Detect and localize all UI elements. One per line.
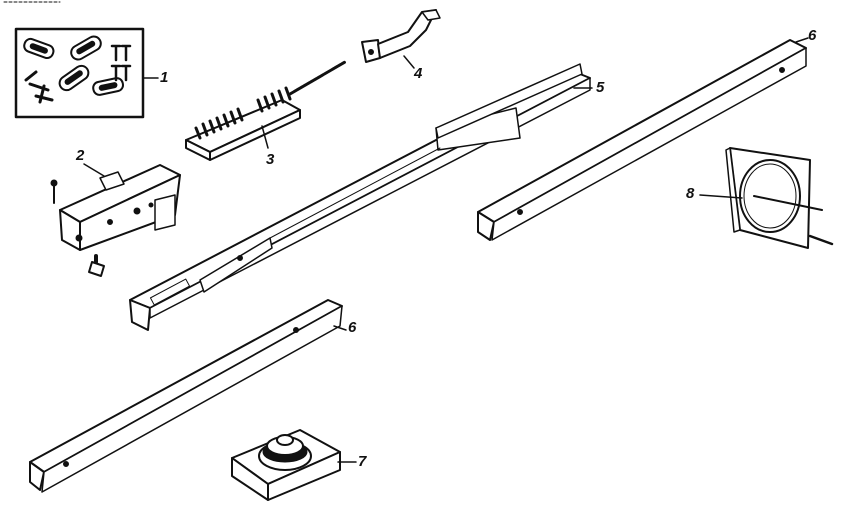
callout-part-2: 2 [76, 147, 85, 164]
hardware-packet [14, 27, 145, 119]
link-icon-2 [92, 77, 125, 96]
callout-part-6b: 6 [348, 319, 357, 336]
door-bracket [50, 164, 181, 277]
rail-center [129, 63, 591, 331]
callout-part-3: 3 [266, 151, 275, 168]
link-icon [23, 37, 55, 60]
callout-part-8: 8 [686, 185, 695, 202]
rail-section-top [477, 39, 807, 241]
callout-part-6a: 6 [808, 27, 817, 44]
callout-part-5: 5 [596, 79, 605, 96]
rail-section-bottom [29, 299, 343, 493]
trolley-spring [185, 60, 347, 161]
leader-lines [83, 37, 809, 463]
bolt-icon [110, 44, 132, 82]
callout-part-7: 7 [358, 453, 367, 470]
bracket-icon [24, 70, 54, 104]
sprocket-cover [725, 147, 834, 249]
callout-part-1: 1 [160, 69, 169, 86]
pulley-bracket [231, 429, 341, 501]
clip-icon-2 [58, 64, 90, 92]
callout-part-4: 4 [414, 65, 423, 82]
door-arm [361, 9, 441, 63]
spring-coil [194, 86, 292, 140]
clip-icon [70, 35, 102, 61]
